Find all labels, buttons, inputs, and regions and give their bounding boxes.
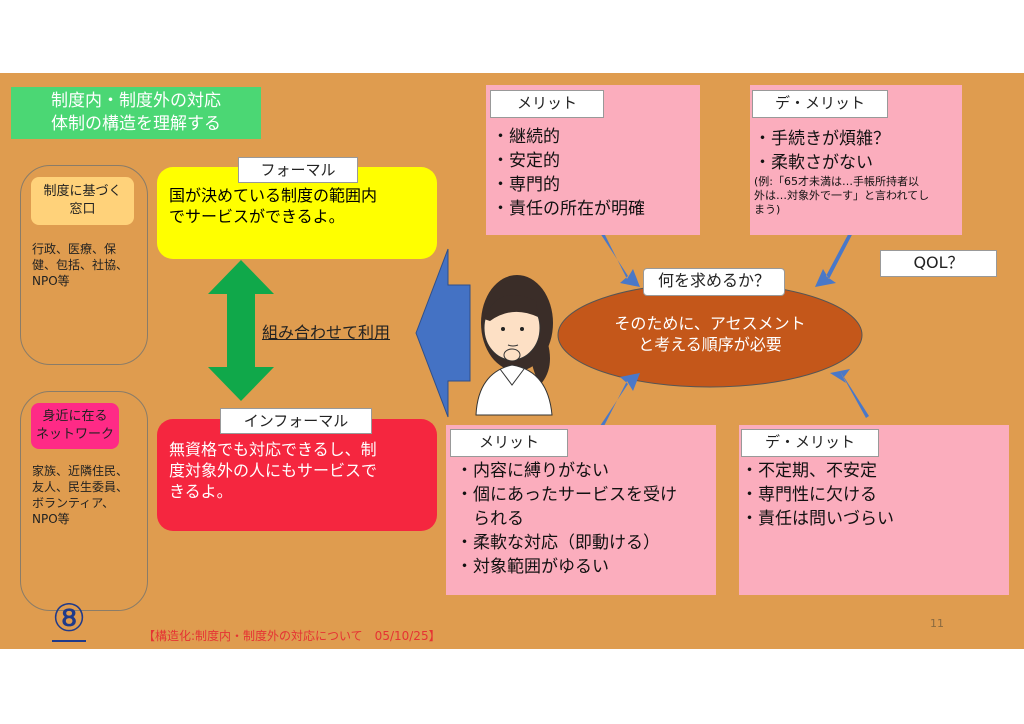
- informal-merit-item: られる: [456, 509, 524, 529]
- formal-side-label: 制度に基づく 窓口: [31, 177, 134, 225]
- formal-merit-tag: メリット: [490, 90, 604, 118]
- formal-side-text-line: 行政、医療、保: [32, 242, 117, 256]
- informal-demerit-item: ・責任は問いづらい: [741, 509, 894, 529]
- informal-merit-tag: メリット: [450, 429, 568, 457]
- informal-text-line3: きるよ。: [169, 482, 233, 501]
- informal-merit-item: ・柔軟な対応（即動ける）: [456, 533, 660, 553]
- informal-demerit-item: ・専門性に欠ける: [741, 485, 877, 505]
- question-tag: 何を求めるか？: [643, 268, 785, 296]
- informal-text-line1: 無資格でも対応できるし、制: [169, 440, 377, 459]
- formal-merit-item: ・専門的: [492, 175, 560, 195]
- diagram-shapes: [208, 227, 869, 428]
- center-ellipse-text: そのために、アセスメント と考える順序が必要: [600, 313, 820, 355]
- page-number: 11: [930, 617, 944, 630]
- formal-side-text-line: 健、包括、社協、: [32, 258, 129, 272]
- informal-demerit-item: ・不定期、不安定: [741, 461, 877, 481]
- formal-demerit-note-line: 外は…対象外で一す」と言われてし: [754, 189, 930, 202]
- formal-side-text: 行政、医療、保 健、包括、社協、 NPO等: [32, 241, 144, 289]
- informal-merit-item: ・個にあったサービスを受け: [456, 485, 677, 505]
- informal-side-text: 家族、近隣住民、 友人、民生委員、 ボランティア、 NPO等: [32, 463, 144, 527]
- formal-text-line1: 国が決めている制度の範囲内: [169, 186, 378, 205]
- informal-box: 無資格でも対応できるし、制 度対象外の人にもサービスで きるよ。: [157, 419, 437, 531]
- slide: 制度内・制度外の対応 体制の構造を理解する 制度に基づく 窓口 行政、医療、保 …: [0, 73, 1024, 649]
- formal-text-line2: でサービスができるよ。: [169, 207, 345, 226]
- formal-demerit-item: ・手続きが煩雑？: [754, 129, 890, 149]
- formal-demerit-tag: デ・メリット: [752, 90, 888, 118]
- slide-title-line2: 体制の構造を理解する: [51, 114, 221, 134]
- formal-merit-item: ・安定的: [492, 151, 560, 171]
- woman-thinking-icon: [475, 275, 553, 416]
- informal-demerit-tag: デ・メリット: [741, 429, 879, 457]
- formal-demerit-note-line: (例:「65才未満は…手帳所持者以: [754, 175, 919, 188]
- center-text-line1: そのために、アセスメント: [614, 314, 806, 333]
- formal-side-group: [20, 165, 148, 365]
- informal-side-label: 身近に在る ネットワーク: [31, 403, 119, 449]
- formal-side-text-line: NPO等: [32, 274, 70, 288]
- qol-tag: QOL？: [880, 250, 997, 277]
- informal-side-text-line: 家族、近隣住民、: [32, 464, 129, 478]
- formal-merit-item: ・継続的: [492, 127, 560, 147]
- slide-number: ⑧: [52, 596, 87, 642]
- slide-title-line1: 制度内・制度外の対応: [51, 91, 221, 111]
- formal-side-label-line2: 窓口: [69, 202, 96, 217]
- informal-side-text-line: 友人、民生委員、: [32, 480, 129, 494]
- informal-merit-item: ・内容に縛りがない: [456, 461, 609, 481]
- formal-side-label-line1: 制度に基づく: [43, 184, 122, 199]
- pointer-arrows: [600, 227, 869, 428]
- formal-demerit-item: ・柔軟さがない: [754, 153, 873, 173]
- informal-tag: インフォーマル: [220, 408, 372, 434]
- left-arrow-icon: [415, 248, 471, 418]
- footer-text: 【構造化:制度内・制度外の対応について 05/10/25】: [143, 629, 441, 643]
- informal-text-line2: 度対象外の人にもサービスで: [169, 461, 378, 480]
- center-text-line2: と考える順序が必要: [638, 335, 782, 354]
- double-arrow-icon: [208, 260, 274, 401]
- slide-title: 制度内・制度外の対応 体制の構造を理解する: [11, 87, 261, 139]
- informal-side-group: [20, 391, 148, 611]
- informal-side-label-line2: ネットワーク: [35, 427, 114, 442]
- informal-side-label-line1: 身近に在る: [42, 409, 108, 424]
- informal-side-text-line: ボランティア、: [32, 496, 115, 510]
- combine-label: 組み合わせて利用: [262, 323, 391, 342]
- formal-demerit-note-line: まう): [754, 203, 781, 216]
- formal-tag: フォーマル: [238, 157, 358, 183]
- informal-merit-item: ・対象範囲がゆるい: [456, 557, 609, 577]
- formal-merit-item: ・責任の所在が明確: [492, 199, 645, 219]
- informal-side-text-line: NPO等: [32, 512, 70, 526]
